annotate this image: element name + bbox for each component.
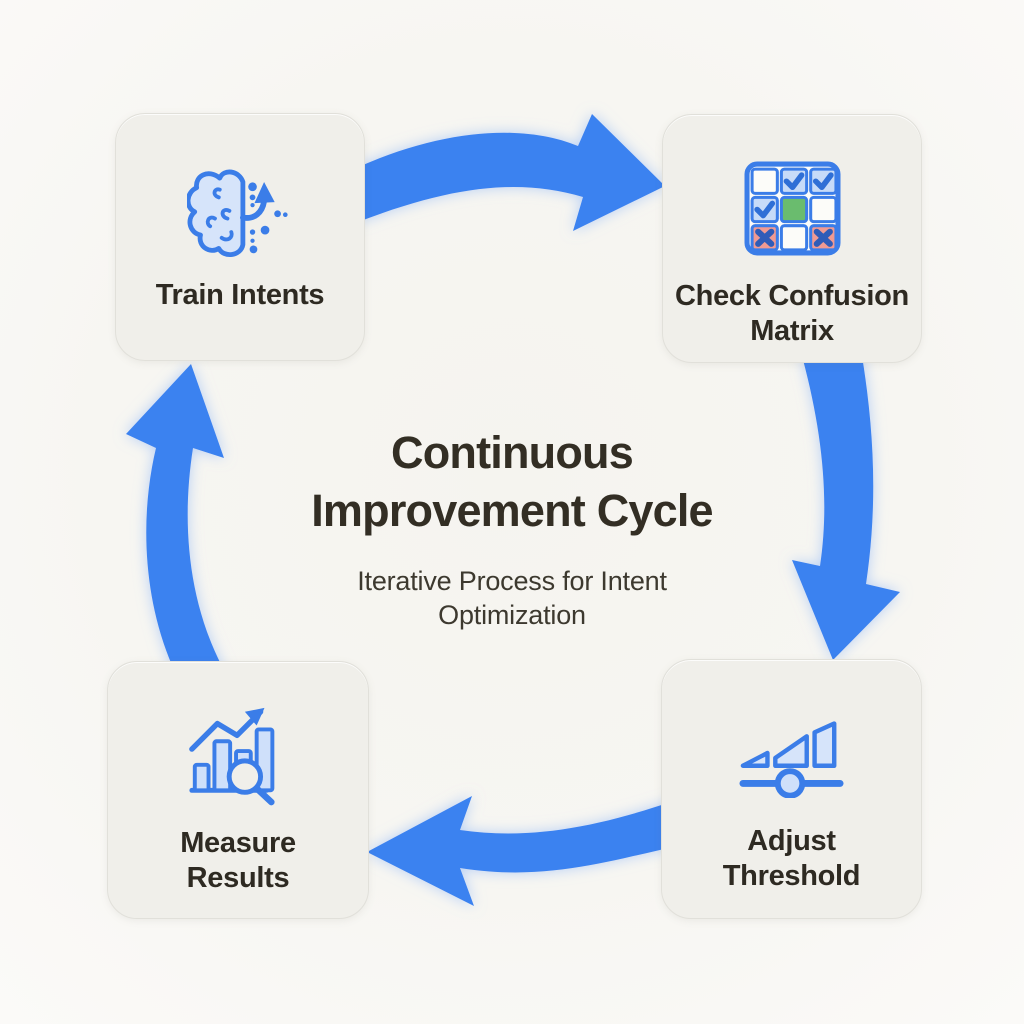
bar-chart-magnifier-icon bbox=[184, 694, 292, 816]
step-card-train-intents: Train Intents bbox=[115, 113, 365, 361]
step-card-check-confusion-matrix: Check Confusion Matrix bbox=[662, 114, 922, 363]
confusion-matrix-grid-icon bbox=[744, 147, 841, 269]
arrow-train-to-matrix bbox=[356, 114, 665, 231]
step-label-measure-results: Measure Results bbox=[180, 827, 296, 895]
arrow-matrix-to-threshold bbox=[792, 356, 900, 660]
step-label-train-intents: Train Intents bbox=[155, 279, 325, 311]
threshold-slider-icon bbox=[738, 692, 846, 814]
center-text-block: Continuous Improvement Cycle Iterative P… bbox=[252, 424, 772, 633]
step-label-check-confusion-matrix: Check Confusion Matrix bbox=[675, 280, 909, 348]
arrow-measure-to-train bbox=[126, 364, 225, 672]
step-card-adjust-threshold: Adjust Threshold bbox=[661, 659, 922, 919]
diagram-title: Continuous Improvement Cycle bbox=[311, 427, 713, 536]
diagram-subtitle: Iterative Process for Intent Optimizatio… bbox=[357, 566, 667, 630]
arrow-threshold-to-measure bbox=[367, 796, 678, 906]
brain-growth-icon bbox=[187, 146, 293, 268]
step-label-adjust-threshold: Adjust Threshold bbox=[722, 825, 861, 893]
step-card-measure-results: Measure Results bbox=[107, 661, 369, 919]
